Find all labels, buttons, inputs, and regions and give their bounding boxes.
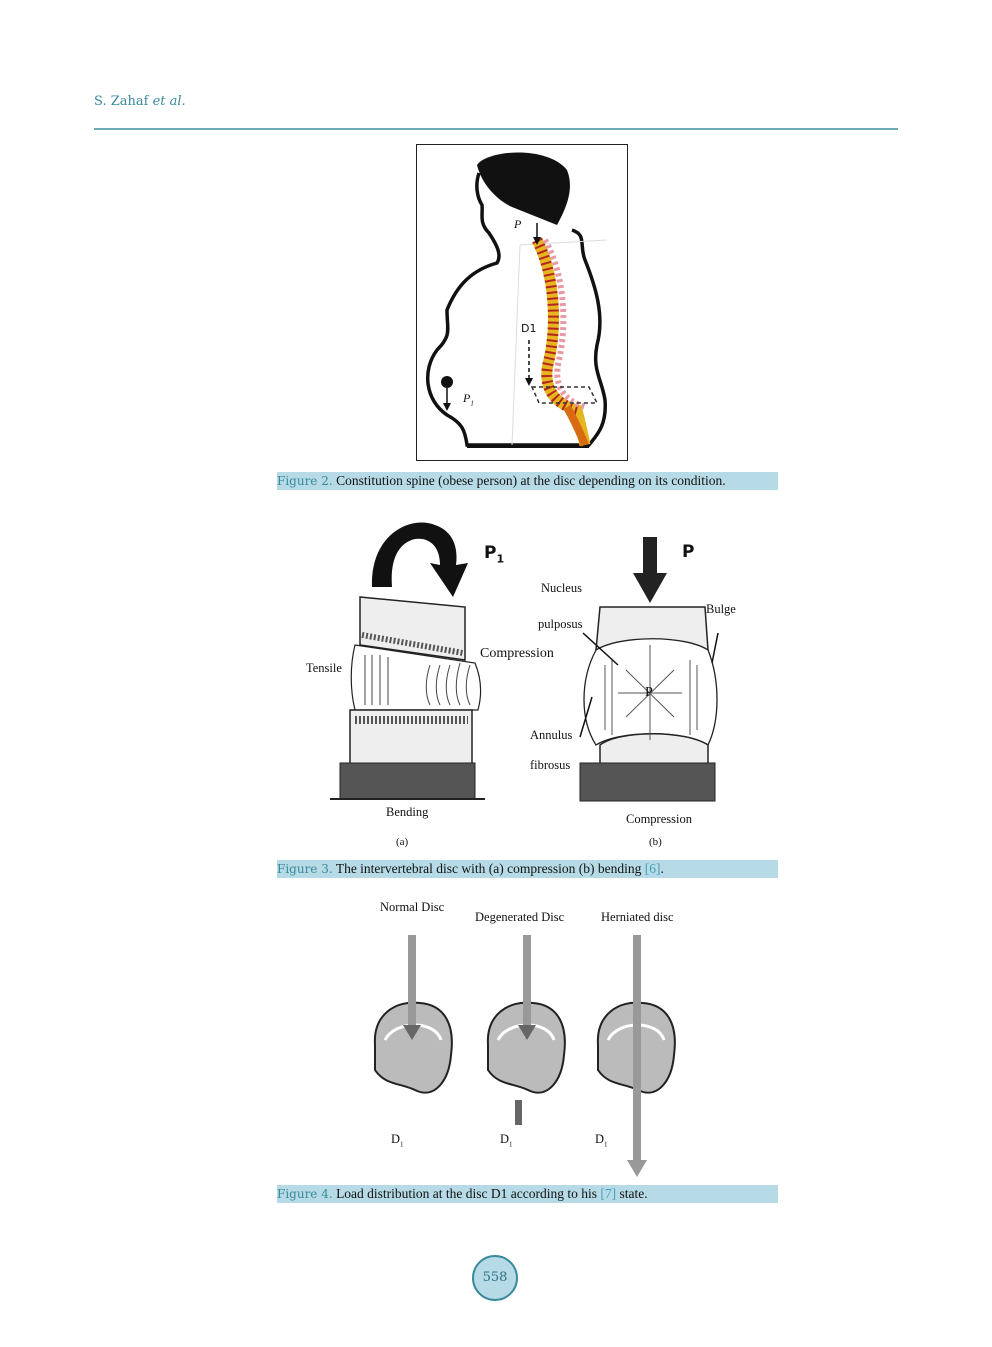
- author-name: S. Zahaf: [94, 94, 149, 109]
- figure-label: Figure 3.: [277, 862, 333, 876]
- intervertebral-disc-diagram: [330, 522, 719, 802]
- citation-link[interactable]: [6]: [644, 861, 661, 876]
- force-p-label: P: [514, 217, 522, 231]
- force-p1-label: P1: [484, 543, 505, 566]
- herniated-disc: [596, 935, 676, 1177]
- degenerated-disc: [486, 935, 566, 1125]
- figure-4-caption: Figure 4. Load distribution at the disc …: [277, 1185, 778, 1203]
- citation-link[interactable]: [7]: [600, 1186, 617, 1201]
- nucleus-label: Nucleus: [541, 581, 582, 595]
- force-p-label: P: [682, 542, 695, 562]
- panel-b-sublabel: (b): [649, 836, 662, 848]
- figure-4-image: Normal Disc Degenerated Disc Herniated d…: [355, 895, 695, 1180]
- herniated-disc-title: Herniated disc: [601, 910, 674, 924]
- bulge-label: Bulge: [706, 602, 736, 616]
- normal-disc-d1-label: D1: [391, 1132, 404, 1149]
- figure-3-image: P1 Tensile Compression Bending (a) P Nuc…: [300, 505, 750, 850]
- caption-text: Constitution spine (obese person) at the…: [332, 473, 726, 488]
- fibrosus-label: fibrosus: [530, 758, 571, 772]
- degenerated-disc-title: Degenerated Disc: [475, 910, 565, 924]
- compression-b-label: Compression: [626, 812, 692, 826]
- inner-pressure-label: P: [645, 685, 653, 700]
- figure-3-caption: Figure 3. The intervertebral disc with (…: [277, 860, 778, 878]
- pulposus-label: pulposus: [538, 617, 583, 631]
- normal-disc: [373, 935, 453, 1094]
- running-header-author: S. Zahaf et al.: [94, 94, 186, 109]
- tensile-label: Tensile: [306, 661, 342, 675]
- degenerated-disc-d1-label: D1: [500, 1132, 513, 1149]
- figure-label: Figure 2.: [277, 474, 333, 488]
- figure-2-image: P D1 P1: [416, 144, 628, 461]
- disc-d1-label: D1: [521, 322, 537, 335]
- herniated-disc-d1-label: D1: [595, 1132, 608, 1149]
- page-number-badge: 558: [472, 1255, 518, 1301]
- normal-disc-title: Normal Disc: [380, 900, 445, 914]
- force-p1-label: P1: [463, 391, 474, 408]
- panel-a-sublabel: (a): [396, 836, 409, 848]
- figure-2-caption: Figure 2. Constitution spine (obese pers…: [277, 472, 778, 490]
- disc-load-distribution-illustration: [373, 935, 676, 1177]
- annulus-label: Annulus: [530, 728, 573, 742]
- figure-label: Figure 4.: [277, 1187, 333, 1201]
- bending-label: Bending: [386, 805, 429, 819]
- header-rule: [94, 128, 898, 130]
- obese-person-spine-illustration: [425, 152, 608, 448]
- author-suffix: et al.: [152, 94, 186, 109]
- compression-label: Compression: [480, 646, 554, 661]
